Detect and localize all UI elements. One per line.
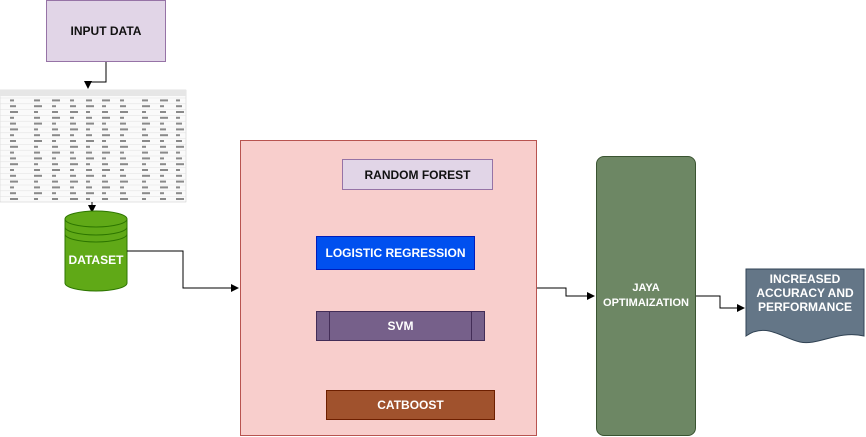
catboost-label: CATBOOST	[377, 398, 444, 412]
svm-right-divider	[471, 312, 472, 340]
edge-models-to-jaya	[537, 287, 595, 300]
dataset-label: DATASET	[68, 253, 124, 267]
logistic-regression-label: LOGISTIC REGRESSION	[325, 246, 466, 260]
input-data-node[interactable]: INPUT DATA	[46, 0, 166, 62]
edge-dataset-to-models	[127, 250, 239, 292]
dataset-cylinder-icon	[64, 210, 128, 292]
random-forest-node[interactable]: RANDOM FOREST	[342, 159, 493, 190]
jaya-optimization-node[interactable]: JAYA OPTIMAIZATION	[596, 156, 696, 436]
output-document-shape	[745, 268, 865, 344]
svm-left-divider	[329, 312, 330, 340]
logistic-regression-node[interactable]: LOGISTIC REGRESSION	[316, 236, 475, 270]
input-data-label: INPUT DATA	[70, 24, 142, 38]
edge-jaya-to-output	[696, 295, 745, 312]
svm-node[interactable]: SVM	[316, 311, 485, 341]
output-label: INCREASED ACCURACY AND PERFORMANCE	[756, 272, 854, 314]
edge-input-to-table	[84, 62, 107, 89]
random-forest-label: RANDOM FOREST	[364, 167, 471, 182]
spreadsheet-icon	[0, 89, 187, 203]
jaya-optimization-label: JAYA OPTIMAIZATION	[603, 282, 689, 309]
catboost-node[interactable]: CATBOOST	[326, 390, 495, 420]
svm-label: SVM	[387, 319, 414, 333]
